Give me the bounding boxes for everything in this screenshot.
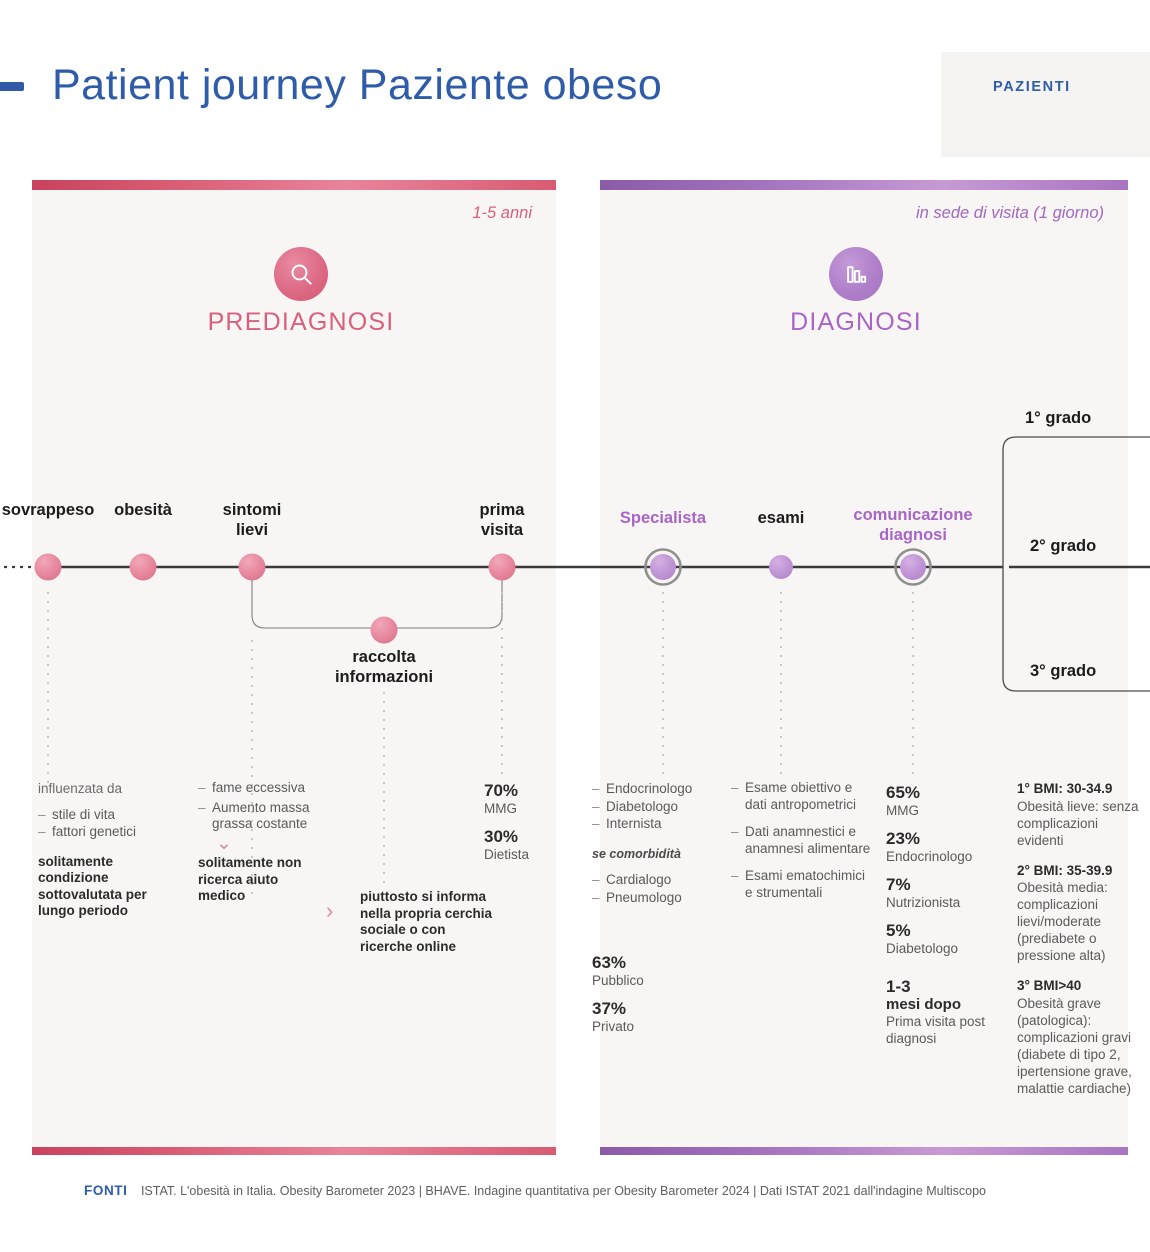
bmi-body: Obesità media: complicazioni lievi/moder… [1017,880,1108,963]
grade-label-1: 1° grado [1025,409,1092,427]
text-column-prima-visita: 70% MMG 30% Dietista [484,780,564,874]
stat-value: 63% [592,953,627,972]
card-top-bar-diagnosi [600,180,1128,190]
footer: FONTI ISTAT. L'obesità in Italia. Obesit… [84,1182,986,1200]
list-item: fame eccessiva [198,780,338,796]
node-label-comunicazione-diagnosi: comunicazione diagnosi [833,505,993,545]
sintomi-list: fame eccessiva Aumento massa grassa cost… [198,780,338,832]
stat-value: 7% [886,875,911,894]
node-label-esami: esami [757,509,805,527]
stat-value: 5% [886,921,911,940]
title-dash-marker [0,82,24,91]
node-label-sovrappeso: sovrappeso [1,501,95,519]
list-item: Internista [592,815,722,833]
stat-label: Privato [592,1018,635,1034]
node-label-obesita: obesità [114,501,172,519]
node-label-comunicazione-line1: comunicazione [853,506,973,524]
list-item: Esami ematochimici e strumentali [731,868,871,901]
bmi-block-2: 2° BMI: 35-39.9 Obesità media: complicaz… [1017,862,1139,965]
sovrappeso-intro: influenzata da [38,781,123,796]
node-label-prima-visita: prima visita [442,500,562,540]
stat-value: 70% [484,781,519,800]
phase-duration-diagnosi: in sede di visita (1 giorno) [915,204,1104,222]
chevron-down-icon: ⌄ [216,833,232,854]
stat-value: 65% [886,783,921,802]
followup-value: 1-3 [886,977,911,996]
sovrappeso-list: stile di vita fattori genetici [38,806,188,841]
bmi-block-1: 1° BMI: 30-34.9 Obesità lieve: senza com… [1017,780,1139,849]
list-item: Endocrinologo [592,780,722,798]
node-label-sintomi-lievi: sintomi lievi [192,500,312,540]
list-item: Pneumologo [592,889,722,907]
esami-list: Esame obiettivo e dati antropometrici Da… [731,780,871,901]
specialista-subheading: se comorbidità [592,846,681,861]
list-item: fattori genetici [38,823,188,841]
node-label-specialista: Specialista [619,509,707,527]
bmi-body: Obesità lieve: senza complicazioni evide… [1017,798,1139,848]
stat-value: 30% [484,827,519,846]
stat-label: Dietista [484,846,530,862]
phase-card-prediagnosi: 1-5 anni [32,180,556,1155]
sintomi-note: solitamente non ricerca aiuto medico [198,855,302,903]
node-label-raccolta-line1: raccolta [352,648,416,666]
bmi-head: 2° BMI: 35-39.9 [1017,862,1113,878]
specialista-list: Endocrinologo Diabetologo Internista [592,780,722,833]
card-bottom-bar-prediagnosi [32,1147,556,1155]
text-column-sintomi: fame eccessiva Aumento massa grassa cost… [198,780,338,905]
grade-label-2: 2° grado [1030,537,1097,555]
text-column-sovrappeso: influenzata da stile di vita fattori gen… [38,780,188,920]
raccolta-note: piuttosto si informa nella propria cerch… [360,889,493,954]
audience-tab[interactable]: PAZIENTI [941,52,1150,157]
list-item: Diabetologo [592,798,722,816]
bmi-body: Obesità grave (patologica): complicazion… [1017,995,1132,1096]
sovrappeso-note: solitamente condizione sottovalutata per… [38,853,147,919]
node-label-prima-visita-line2: visita [480,521,524,539]
list-item: Dati anamnestici e anamnesi alimentare [731,824,871,857]
node-label-raccolta-line2: informazioni [334,668,434,686]
stat-label: MMG [886,802,919,818]
phase-name-prediagnosi: PREDIAGNOSI [207,308,395,336]
footer-label: FONTI [84,1183,128,1198]
text-column-comunicazione: 65% MMG 23% Endocrinologo 7% Nutrizionis… [886,782,1004,1047]
bar-chart-icon [829,247,883,301]
text-column-esami: Esame obiettivo e dati antropometrici Da… [731,780,871,901]
followup-bold: mesi dopo [886,995,962,1013]
text-column-raccolta: piuttosto si informa nella propria cerch… [360,889,500,955]
list-item: Esame obiettivo e dati antropometrici [731,780,871,813]
list-item: Cardialogo [592,871,722,889]
list-item: Aumento massa grassa costante [198,800,338,832]
stat-value: 37% [592,999,627,1018]
footer-sources: ISTAT. L'obesità in Italia. Obesity Baro… [140,1184,987,1198]
grade-label-3: 3° grado [1030,662,1097,680]
stat-label: MMG [484,800,517,816]
card-top-bar-prediagnosi [32,180,556,190]
specialista-sublist: Cardialogo Pneumologo [592,871,722,906]
node-label-comunicazione-line2: diagnosi [879,526,947,544]
audience-tab-label: PAZIENTI [993,79,1071,95]
magnifier-icon [274,247,328,301]
text-column-specialista: Endocrinologo Diabetologo Internista se … [592,780,722,1046]
chevron-right-icon: › [326,898,334,923]
phase-name-diagnosi: DIAGNOSI [790,308,922,336]
bmi-head: 3° BMI>40 [1017,978,1082,993]
stat-label: Diabetologo [886,940,959,956]
followup-label: Prima visita post diagnosi [886,1014,986,1046]
phase-duration-prediagnosi: 1-5 anni [472,204,532,222]
bmi-head: 1° BMI: 30-34.9 [1017,781,1113,796]
stat-label: Nutrizionista [886,894,961,910]
bmi-block-3: 3° BMI>40 Obesità grave (patologica): co… [1017,977,1139,1097]
node-label-prima-visita-line1: prima [479,501,525,519]
card-bottom-bar-diagnosi [600,1147,1128,1155]
text-column-gradi: 1° BMI: 30-34.9 Obesità lieve: senza com… [1017,780,1139,1110]
page-title: Patient journey Paziente obeso [52,61,663,109]
list-item: stile di vita [38,806,188,824]
stat-label: Endocrinologo [886,848,973,864]
node-label-sintomi-line1: sintomi [222,501,282,519]
node-label-sintomi-line2: lievi [235,521,269,539]
stat-value: 23% [886,829,921,848]
node-label-raccolta-informazioni: raccolta informazioni [302,647,466,687]
stat-label: Pubblico [592,972,644,988]
